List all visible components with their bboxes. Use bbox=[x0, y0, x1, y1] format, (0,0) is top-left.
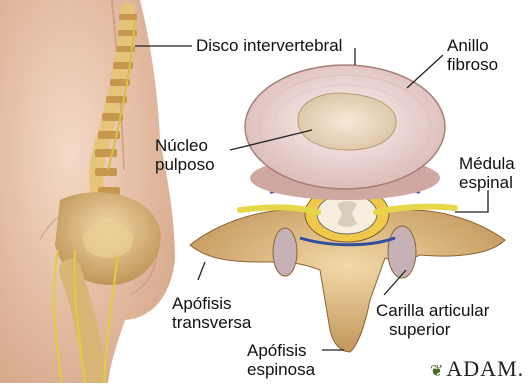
label-nucleus-line2: pulposo bbox=[155, 155, 215, 174]
label-transverse-line1: Apófisis bbox=[172, 294, 232, 313]
label-transverse-line2: transversa bbox=[172, 313, 251, 332]
intervertebral-disc bbox=[245, 65, 445, 200]
adam-logo: ❦ADAM. bbox=[430, 356, 524, 382]
label-facet-line2: superior bbox=[389, 320, 450, 339]
label-cord-line1: Médula bbox=[459, 154, 515, 173]
label-cord-line2: espinal bbox=[459, 173, 513, 192]
label-nucleus-line1: Núcleo bbox=[155, 136, 208, 155]
label-spinous-line2: espinosa bbox=[247, 360, 315, 379]
leaf-icon: ❦ bbox=[430, 363, 444, 380]
label-annulus-line2: fibroso bbox=[447, 55, 498, 74]
adam-logo-text: ADAM. bbox=[446, 356, 524, 381]
label-annulus-line1: Anillo bbox=[447, 36, 489, 55]
nucleus-pulposus bbox=[298, 93, 396, 150]
label-disc: Disco intervertebral bbox=[196, 36, 342, 55]
label-spinous-line1: Apófisis bbox=[247, 341, 307, 360]
label-facet-line1: Carilla articular bbox=[376, 301, 489, 320]
